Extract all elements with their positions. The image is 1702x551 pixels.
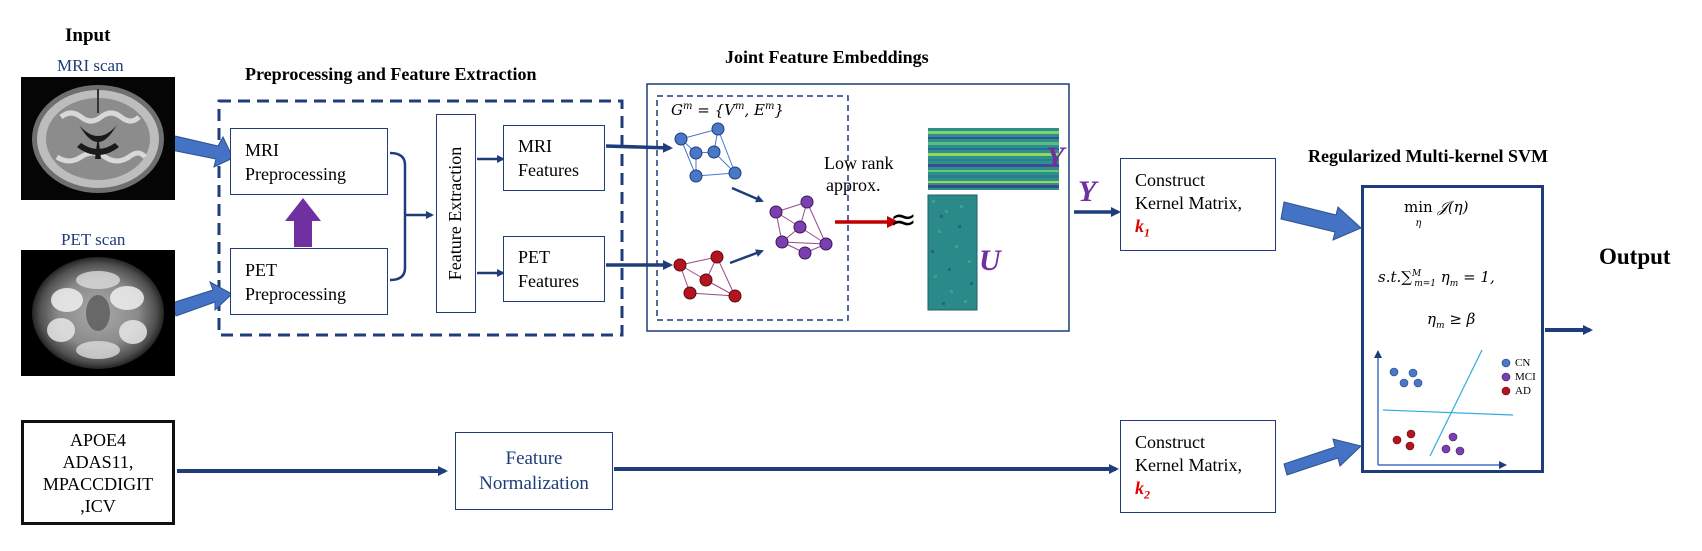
joint-embedding-title: Joint Feature Embeddings	[725, 47, 929, 67]
legend-ad: AD	[1515, 385, 1531, 397]
pet-scan-label: PET scan	[61, 230, 126, 249]
pet-features-line1: PET	[518, 247, 551, 267]
input-title: Input	[65, 25, 111, 46]
fused-graph-nodes	[769, 195, 833, 260]
mri-input-arrow	[170, 135, 234, 168]
clinical-features-box: APOE4 ADAS11, MPACCDIGIT ,ICV	[21, 420, 175, 525]
pet-features-box: PET Features	[503, 236, 605, 302]
mri-preprocessing-line1: MRI	[245, 139, 280, 160]
pet-preprocessing-box: PET Preprocessing	[230, 248, 388, 315]
pet-input-arrow	[171, 280, 233, 317]
u-matrix	[927, 194, 978, 311]
svm-c2-sub: m	[1436, 321, 1445, 331]
preprocessing-title: Preprocessing and Feature Extraction	[245, 64, 537, 84]
scatter-legend-markers	[1501, 358, 1511, 396]
mri-preprocessing-line2: Preprocessing	[245, 163, 346, 184]
svm-c1-tail-sub: m	[1449, 279, 1459, 289]
svm-objective: min η 𝒥(η)	[1404, 200, 1469, 231]
preprocessing-frame	[217, 99, 624, 337]
graph-close: }	[774, 101, 784, 119]
low-rank-line2: approx.	[826, 175, 881, 195]
feature-extraction-label: Feature Extraction	[445, 146, 466, 281]
clinical-line-3: MPACCDIGIT	[42, 473, 154, 494]
y-arrow-label: Y	[1078, 175, 1097, 208]
purple-up-arrow	[285, 198, 321, 247]
svm-c2: η	[1427, 310, 1436, 328]
output-label: Output	[1599, 244, 1671, 269]
joint-embedding-frame	[646, 83, 1070, 332]
mri-features-box: MRI Features	[503, 125, 605, 191]
u-matrix-label: U	[979, 244, 1001, 277]
k2-sub: 2	[1144, 487, 1150, 502]
svm-min-text: min	[1404, 198, 1433, 216]
svm-c1-tail: η	[1436, 268, 1450, 286]
graph-g: G	[671, 101, 683, 119]
svm-c2-end: ≥ β	[1444, 310, 1476, 328]
pet-features-line2: Features	[518, 271, 579, 291]
svm-constraint-beta: ηm ≥ β	[1427, 310, 1475, 331]
svm-c1-sup: M	[1411, 269, 1422, 279]
graph-frame	[656, 95, 849, 321]
graph-sep: , E	[744, 101, 765, 119]
k1-k: k	[1135, 216, 1144, 236]
k1-line1: Construct	[1135, 170, 1205, 190]
clinical-line-4: ,ICV	[80, 495, 116, 516]
low-rank-line1: Low rank	[824, 153, 894, 173]
kernel-k1-box: Construct Kernel Matrix, k1	[1120, 158, 1276, 251]
graph-eq: = {V	[692, 101, 735, 119]
k1-symbol: k1	[1135, 215, 1275, 245]
k1-sub: 1	[1144, 225, 1150, 240]
y-matrix-label: Y	[1046, 141, 1065, 174]
svm-scatter	[1374, 349, 1514, 469]
k2-line1: Construct	[1135, 432, 1205, 452]
svm-constraint-sum: s.t.∑Mm=1 ηm = 1,	[1378, 268, 1495, 289]
low-rank-label: Low rank approx.	[824, 152, 893, 196]
approx-symbol: ≈	[890, 200, 917, 238]
k1-line2: Kernel Matrix,	[1135, 193, 1242, 213]
pet-preprocessing-line1: PET	[245, 259, 278, 280]
k2-svm-arrow	[1283, 438, 1363, 476]
kernel-k2-box: Construct Kernel Matrix, k2	[1120, 420, 1276, 513]
graph-g-sup: m	[682, 101, 693, 112]
y-matrix	[928, 128, 1059, 190]
pet-graph-nodes	[673, 250, 742, 303]
graph-v-sup: m	[734, 101, 745, 112]
pet-preprocessing-line2: Preprocessing	[245, 283, 346, 304]
svm-c1-sub: m=1	[1414, 279, 1437, 289]
clinical-line-1: APOE4	[69, 429, 126, 450]
pet-scan-image	[21, 250, 175, 376]
legend-mci: MCI	[1515, 371, 1536, 383]
k2-line2: Kernel Matrix,	[1135, 455, 1242, 475]
k2-symbol: k2	[1135, 477, 1275, 507]
mri-features-line1: MRI	[518, 136, 553, 156]
mri-scan-label: MRI scan	[57, 56, 124, 75]
k1-svm-arrow	[1280, 201, 1362, 241]
svm-min-sub: η	[1415, 218, 1422, 229]
svm-objective-fn: 𝒥(η)	[1437, 198, 1469, 216]
feature-normalization-line1: Feature	[505, 448, 563, 469]
feature-normalization-box: Feature Normalization	[455, 432, 613, 510]
feature-normalization-line2: Normalization	[479, 473, 589, 494]
svm-title: Regularized Multi-kernel SVM	[1308, 146, 1548, 166]
legend-cn: CN	[1515, 357, 1531, 369]
mri-scan-image	[21, 77, 175, 200]
clinical-line-2: ADAS11,	[62, 451, 134, 472]
feature-extraction-box: Feature Extraction	[436, 114, 476, 313]
svm-c1: s.t.∑	[1378, 268, 1412, 286]
svm-box: min η 𝒥(η) s.t.∑Mm=1 ηm = 1, ηm ≥ β CN M…	[1361, 185, 1544, 473]
svm-min: min η	[1404, 200, 1433, 231]
mri-preprocessing-box: MRI Preprocessing	[230, 128, 388, 195]
mri-graph-nodes	[674, 122, 742, 183]
mri-features-line2: Features	[518, 160, 579, 180]
k2-k: k	[1135, 478, 1144, 498]
graph-e-sup: m	[764, 101, 775, 112]
svm-c1-end: = 1,	[1458, 268, 1495, 286]
graph-notation: Gm = {Vm, Em}	[671, 101, 784, 119]
